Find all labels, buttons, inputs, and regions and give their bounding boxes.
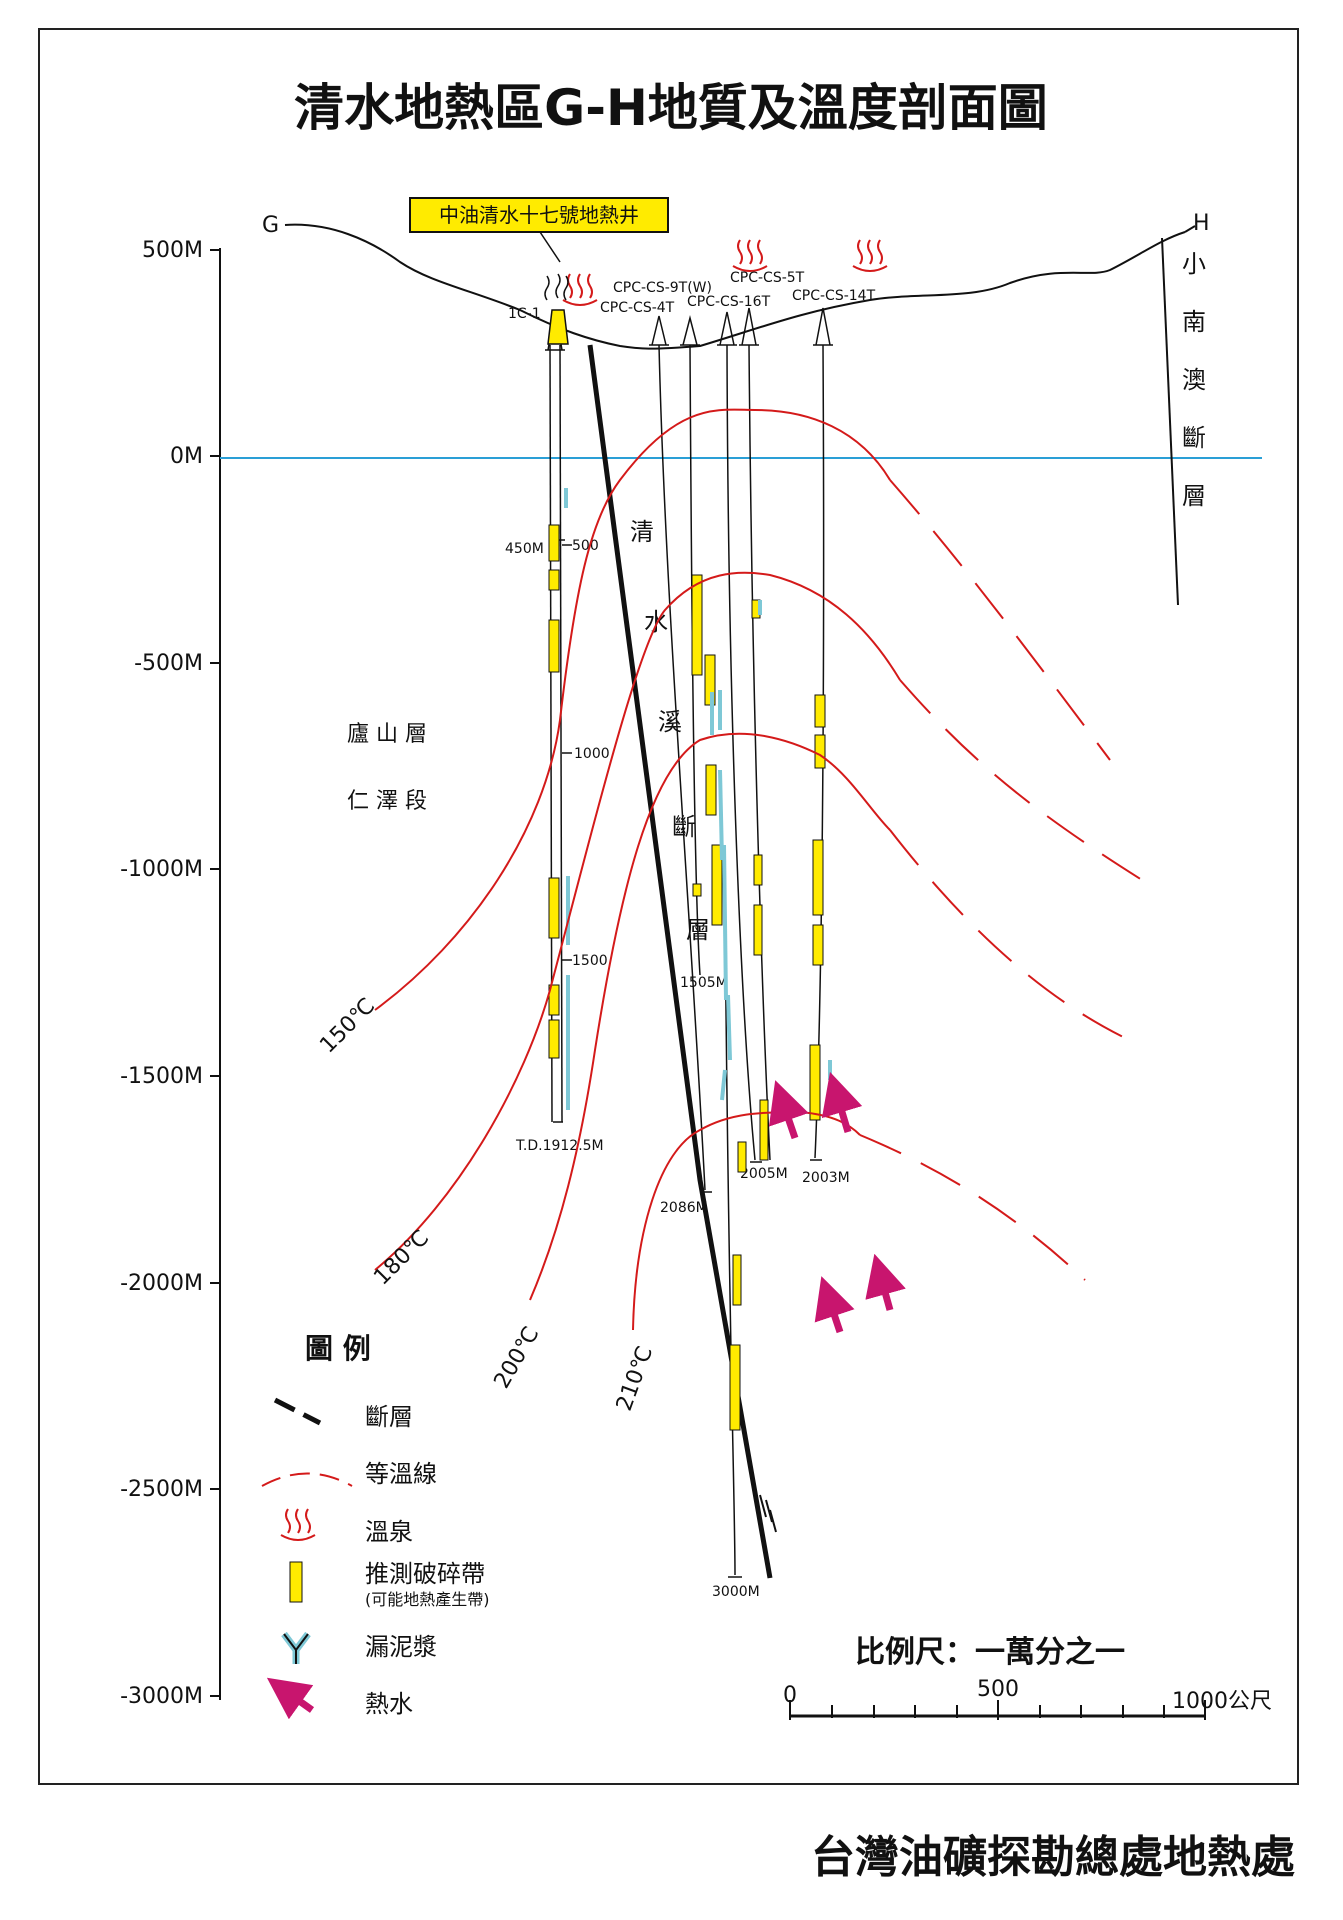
svg-text:層: 層 <box>686 916 710 944</box>
ground-surface-profile <box>284 223 1186 350</box>
xiaonanao-fault-line <box>1161 237 1179 606</box>
tick-label-500m: 500M <box>142 238 203 263</box>
legend-label-hotspring: 溫泉 <box>365 1518 413 1546</box>
legend-fracture-swatch <box>289 1561 303 1603</box>
svg-text:斷: 斷 <box>672 813 696 841</box>
legend-isotherm-swatch <box>261 1472 353 1487</box>
legend-label-hotwater: 熱水 <box>365 1690 413 1718</box>
legend-fault-swatch <box>273 1397 322 1426</box>
tick-label-0m: 0M <box>170 444 203 469</box>
depth-mark-3000m: 3000M <box>712 1584 760 1600</box>
highlight-label: 中油清水十七號地熱井 <box>439 203 639 227</box>
tick-label-minus1000m: -1000M <box>120 857 203 882</box>
hot-water-arrow-icon <box>266 1677 315 1720</box>
tick-label-minus500m: -500M <box>134 651 203 676</box>
cs17-well-derrick <box>547 309 569 345</box>
depth-mark-1500: 1500 <box>572 953 608 969</box>
tick-label-minus3000m: -3000M <box>120 1684 203 1709</box>
page-title: 清水地熱區G-H地質及溫度剖面圖 <box>294 79 1048 137</box>
depth-mark-1000: 1000 <box>574 746 610 762</box>
steam-icon <box>544 273 569 301</box>
organization-footer: 台灣油礦探勘總處地熱處 <box>811 1832 1295 1883</box>
svg-text:溪: 溪 <box>658 708 682 736</box>
scale-bar: 比例尺：一萬分之一 0 500 1000公尺 <box>783 1635 1272 1720</box>
section-end-g: G <box>262 213 279 238</box>
hotspring-icon <box>280 1508 316 1541</box>
well-label-cs16t: CPC-CS-16T <box>687 294 771 310</box>
depth-mark-2003m: 2003M <box>802 1170 850 1186</box>
legend-label-mudloss: 漏泥漿 <box>365 1633 437 1661</box>
legend-label-fracture: 推測破碎帶 <box>365 1560 485 1588</box>
depth-mark-500: 500 <box>572 538 599 554</box>
fracture-zones <box>548 524 826 1431</box>
scale-tick-1000: 1000公尺 <box>1172 1689 1272 1714</box>
legend-title: 圖 例 <box>305 1332 371 1365</box>
svg-text:小: 小 <box>1182 250 1206 278</box>
scale-title: 比例尺：一萬分之一 <box>855 1635 1125 1670</box>
legend: 圖 例 斷層 等溫線 溫泉 推測破碎帶 (可能地熱產生帶) 漏泥漿 熱水 <box>261 1332 490 1720</box>
legend-label-isotherm: 等溫線 <box>365 1460 437 1488</box>
figure-frame <box>38 28 1299 1785</box>
legend-label-fault: 斷層 <box>365 1403 413 1431</box>
scale-tick-500: 500 <box>977 1677 1019 1702</box>
hotspring-icon <box>732 239 768 272</box>
hotspring-icon <box>562 273 598 306</box>
scale-tick-0: 0 <box>783 1683 797 1708</box>
well-label-cs9tw: CPC-CS-9T(W) <box>613 280 712 296</box>
highlight-label-box <box>409 197 669 233</box>
tick-label-minus2500m: -2500M <box>120 1477 203 1502</box>
formation-member: 仁 澤 段 <box>347 789 427 814</box>
depth-mark-1505m: 1505M <box>680 975 728 991</box>
well-label-cs4t: CPC-CS-4T <box>600 300 675 316</box>
qingshui-fault-line <box>587 344 773 1579</box>
formation-name: 廬 山 層 <box>347 722 427 747</box>
depth-mark-450m: 450M <box>505 541 544 557</box>
depth-mark-2086m: 2086M <box>660 1200 708 1216</box>
isotherm-label-200: 200℃ <box>490 1323 545 1393</box>
legend-label-fracture-note: (可能地熱產生帶) <box>365 1590 490 1609</box>
well-label-1c1: 1C-1 <box>508 306 541 322</box>
isotherm-label-150: 150℃ <box>315 993 380 1058</box>
isotherm-label-210: 210℃ <box>612 1343 658 1414</box>
xiaonanao-fault-label: 小 南 澳 斷 層 <box>1182 250 1206 510</box>
svg-text:層: 層 <box>1182 482 1206 510</box>
tick-label-minus1500m: -1500M <box>120 1064 203 1089</box>
isotherm-label-180: 180℃ <box>369 1225 434 1290</box>
svg-text:清: 清 <box>630 518 654 546</box>
depth-mark-2005m: 2005M <box>740 1166 788 1182</box>
svg-text:斷: 斷 <box>1182 424 1206 452</box>
derrick-icon <box>545 307 833 351</box>
hotspring-icon <box>852 239 888 272</box>
svg-text:澳: 澳 <box>1182 366 1206 394</box>
qingshui-fault-label: 清 水 溪 斷 層 <box>630 518 710 944</box>
mud-loss-icon <box>281 1631 311 1664</box>
tick-label-minus2000m: -2000M <box>120 1271 203 1296</box>
section-end-h: H <box>1193 211 1210 236</box>
hot-water-arrows <box>768 1071 906 1334</box>
well-label-cs14t: CPC-CS-14T <box>792 288 876 304</box>
well-label-cs5t: CPC-CS-5T <box>730 270 805 286</box>
depth-mark-td: T.D.1912.5M <box>515 1138 604 1154</box>
svg-text:南: 南 <box>1182 308 1206 336</box>
depth-axis: 500M 0M -500M -1000M -1500M -2000M -2500… <box>120 238 221 1709</box>
isotherm-lines <box>374 408 1151 1331</box>
